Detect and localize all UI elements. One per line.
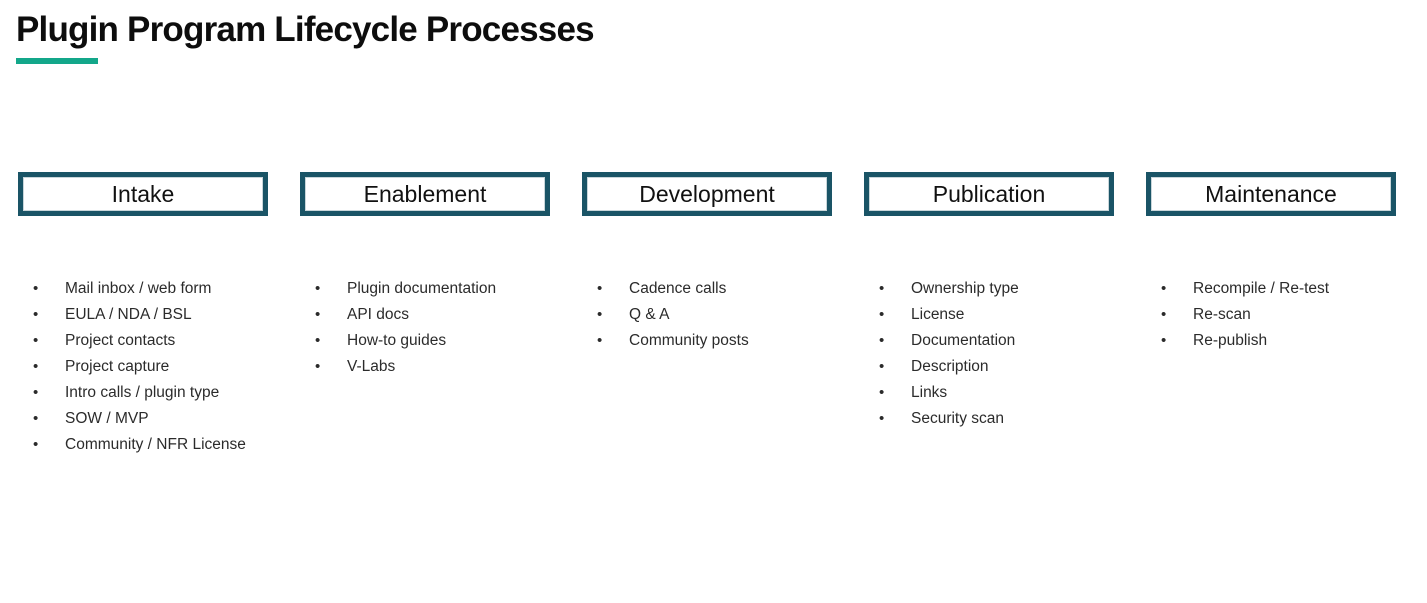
list-item-label: V-Labs [347,358,396,375]
phase-item-list: • Cadence calls • Q & A • Community posts [596,276,926,354]
list-item: • Q & A [596,302,926,328]
phase-header-box-intake[interactable]: Intake [18,172,268,216]
bullet-dot-icon: • [597,280,603,297]
list-item: • License [878,302,1208,328]
phase-column-maintenance: Maintenance • Recompile / Re-test • Re-scan •… [1146,172,1396,349]
list-item: • Links [878,380,1208,406]
phase-header-label: Intake [111,180,175,207]
bullet-dot-icon: • [33,410,39,427]
list-item: • Cadence calls [596,276,926,302]
phase-item-list: • Recompile / Re-test • Re-scan • Re-publish [1160,276,1427,354]
list-item-label: Documentation [911,332,1016,349]
list-item-label: Project capture [65,358,170,375]
phase-header-box-publication[interactable]: Publication [864,172,1114,216]
list-item: • Re-scan [1160,302,1427,328]
list-item-label: Links [911,384,948,401]
phase-header-box-maintenance[interactable]: Maintenance [1146,172,1396,216]
bullet-dot-icon: • [33,436,39,453]
bullet-dot-icon: • [597,332,603,349]
bullet-dot-icon: • [1161,280,1167,297]
phase-header-label: Maintenance [1205,180,1337,207]
list-item-label: How-to guides [347,332,447,349]
list-item: • SOW / MVP [32,406,362,432]
list-item-label: Security scan [911,410,1005,427]
bullet-dot-icon: • [33,384,39,401]
bullet-dot-icon: • [879,358,885,375]
phase-header-box-enablement[interactable]: Enablement [300,172,550,216]
phase-header-label: Enablement [363,180,487,207]
list-item-label: License [911,306,965,323]
list-item: • How-to guides [314,328,644,354]
bullet-dot-icon: • [879,332,885,349]
list-item-label: Re-scan [1193,306,1251,323]
list-item: • EULA / NDA / BSL [32,302,362,328]
list-item: • Ownership type [878,276,1208,302]
phase-header-box-development[interactable]: Development [582,172,832,216]
list-item: • Security scan [878,406,1208,432]
list-item: • API docs [314,302,644,328]
list-item: • Project contacts [32,328,362,354]
list-item-label: Re-publish [1193,332,1268,349]
phase-item-list: • Ownership type • License • Documentation • De… [878,276,1208,432]
bullet-dot-icon: • [315,332,321,349]
list-item: • Project capture [32,354,362,380]
list-item-label: Intro calls / plugin type [65,384,220,401]
list-item-label: Community posts [629,332,749,349]
list-item: • Plugin documentation [314,276,644,302]
bullet-dot-icon: • [33,332,39,349]
list-item: • V-Labs [314,354,644,380]
bullet-dot-icon: • [33,358,39,375]
bullet-dot-icon: • [1161,332,1167,349]
phase-header-label: Development [639,180,775,207]
list-item-label: API docs [347,306,410,323]
list-item-label: Q & A [629,306,670,323]
bullet-dot-icon: • [879,306,885,323]
list-item-label: Description [911,358,989,375]
list-item: • Intro calls / plugin type [32,380,362,406]
bullet-dot-icon: • [315,358,321,375]
page-title: Plugin Program Lifecycle Processes [16,10,595,49]
bullet-dot-icon: • [33,306,39,323]
bullet-dot-icon: • [315,280,321,297]
phase-column-development: Development • Cadence calls • Q & A • Communit… [582,172,832,349]
bullet-dot-icon: • [1161,306,1167,323]
bullet-dot-icon: • [597,306,603,323]
phase-column-enablement: Enablement • Plugin documentation • API docs… [300,172,550,375]
bullet-dot-icon: • [33,280,39,297]
phase-item-list: •Mail inbox / web form•EULA / NDA / BSL•… [32,276,362,458]
bullet-dot-icon: • [879,410,885,427]
list-item: • Community posts [596,328,926,354]
list-item: • Recompile / Re-test [1160,276,1427,302]
list-item: • Documentation [878,328,1208,354]
list-item: • Community / NFR License [32,432,362,458]
list-item-label: EULA / NDA / BSL [65,306,192,323]
bullet-dot-icon: • [879,280,885,297]
list-item: • Re-publish [1160,328,1427,354]
list-item-label: SOW / MVP [65,410,149,427]
phase-column-intake: Intake • Mail inbox / web form • EULA / NDA … [18,172,268,453]
title-accent-bar [16,58,98,64]
phase-header-label: Publication [932,180,1046,207]
list-item: • Description [878,354,1208,380]
list-item-label: Project contacts [65,332,176,349]
bullet-dot-icon: • [879,384,885,401]
phase-column-publication: Publication • Ownership type • License • Docum… [864,172,1114,427]
list-item-label: Community / NFR License [65,436,246,453]
list-item-label: Ownership type [911,280,1019,297]
list-item-label: Mail inbox / web form [65,280,212,297]
phase-item-list: • Plugin documentation • API docs • How-to gu… [314,276,644,380]
list-item-label: Recompile / Re-test [1193,280,1330,297]
list-item-label: Cadence calls [629,280,727,297]
list-item: • Mail inbox / web form [32,276,362,302]
bullet-dot-icon: • [315,306,321,323]
lifecycle-phase-columns: Intake • Mail inbox / web form • EULA / NDA … [0,172,1427,472]
list-item-label: Plugin documentation [347,280,497,297]
